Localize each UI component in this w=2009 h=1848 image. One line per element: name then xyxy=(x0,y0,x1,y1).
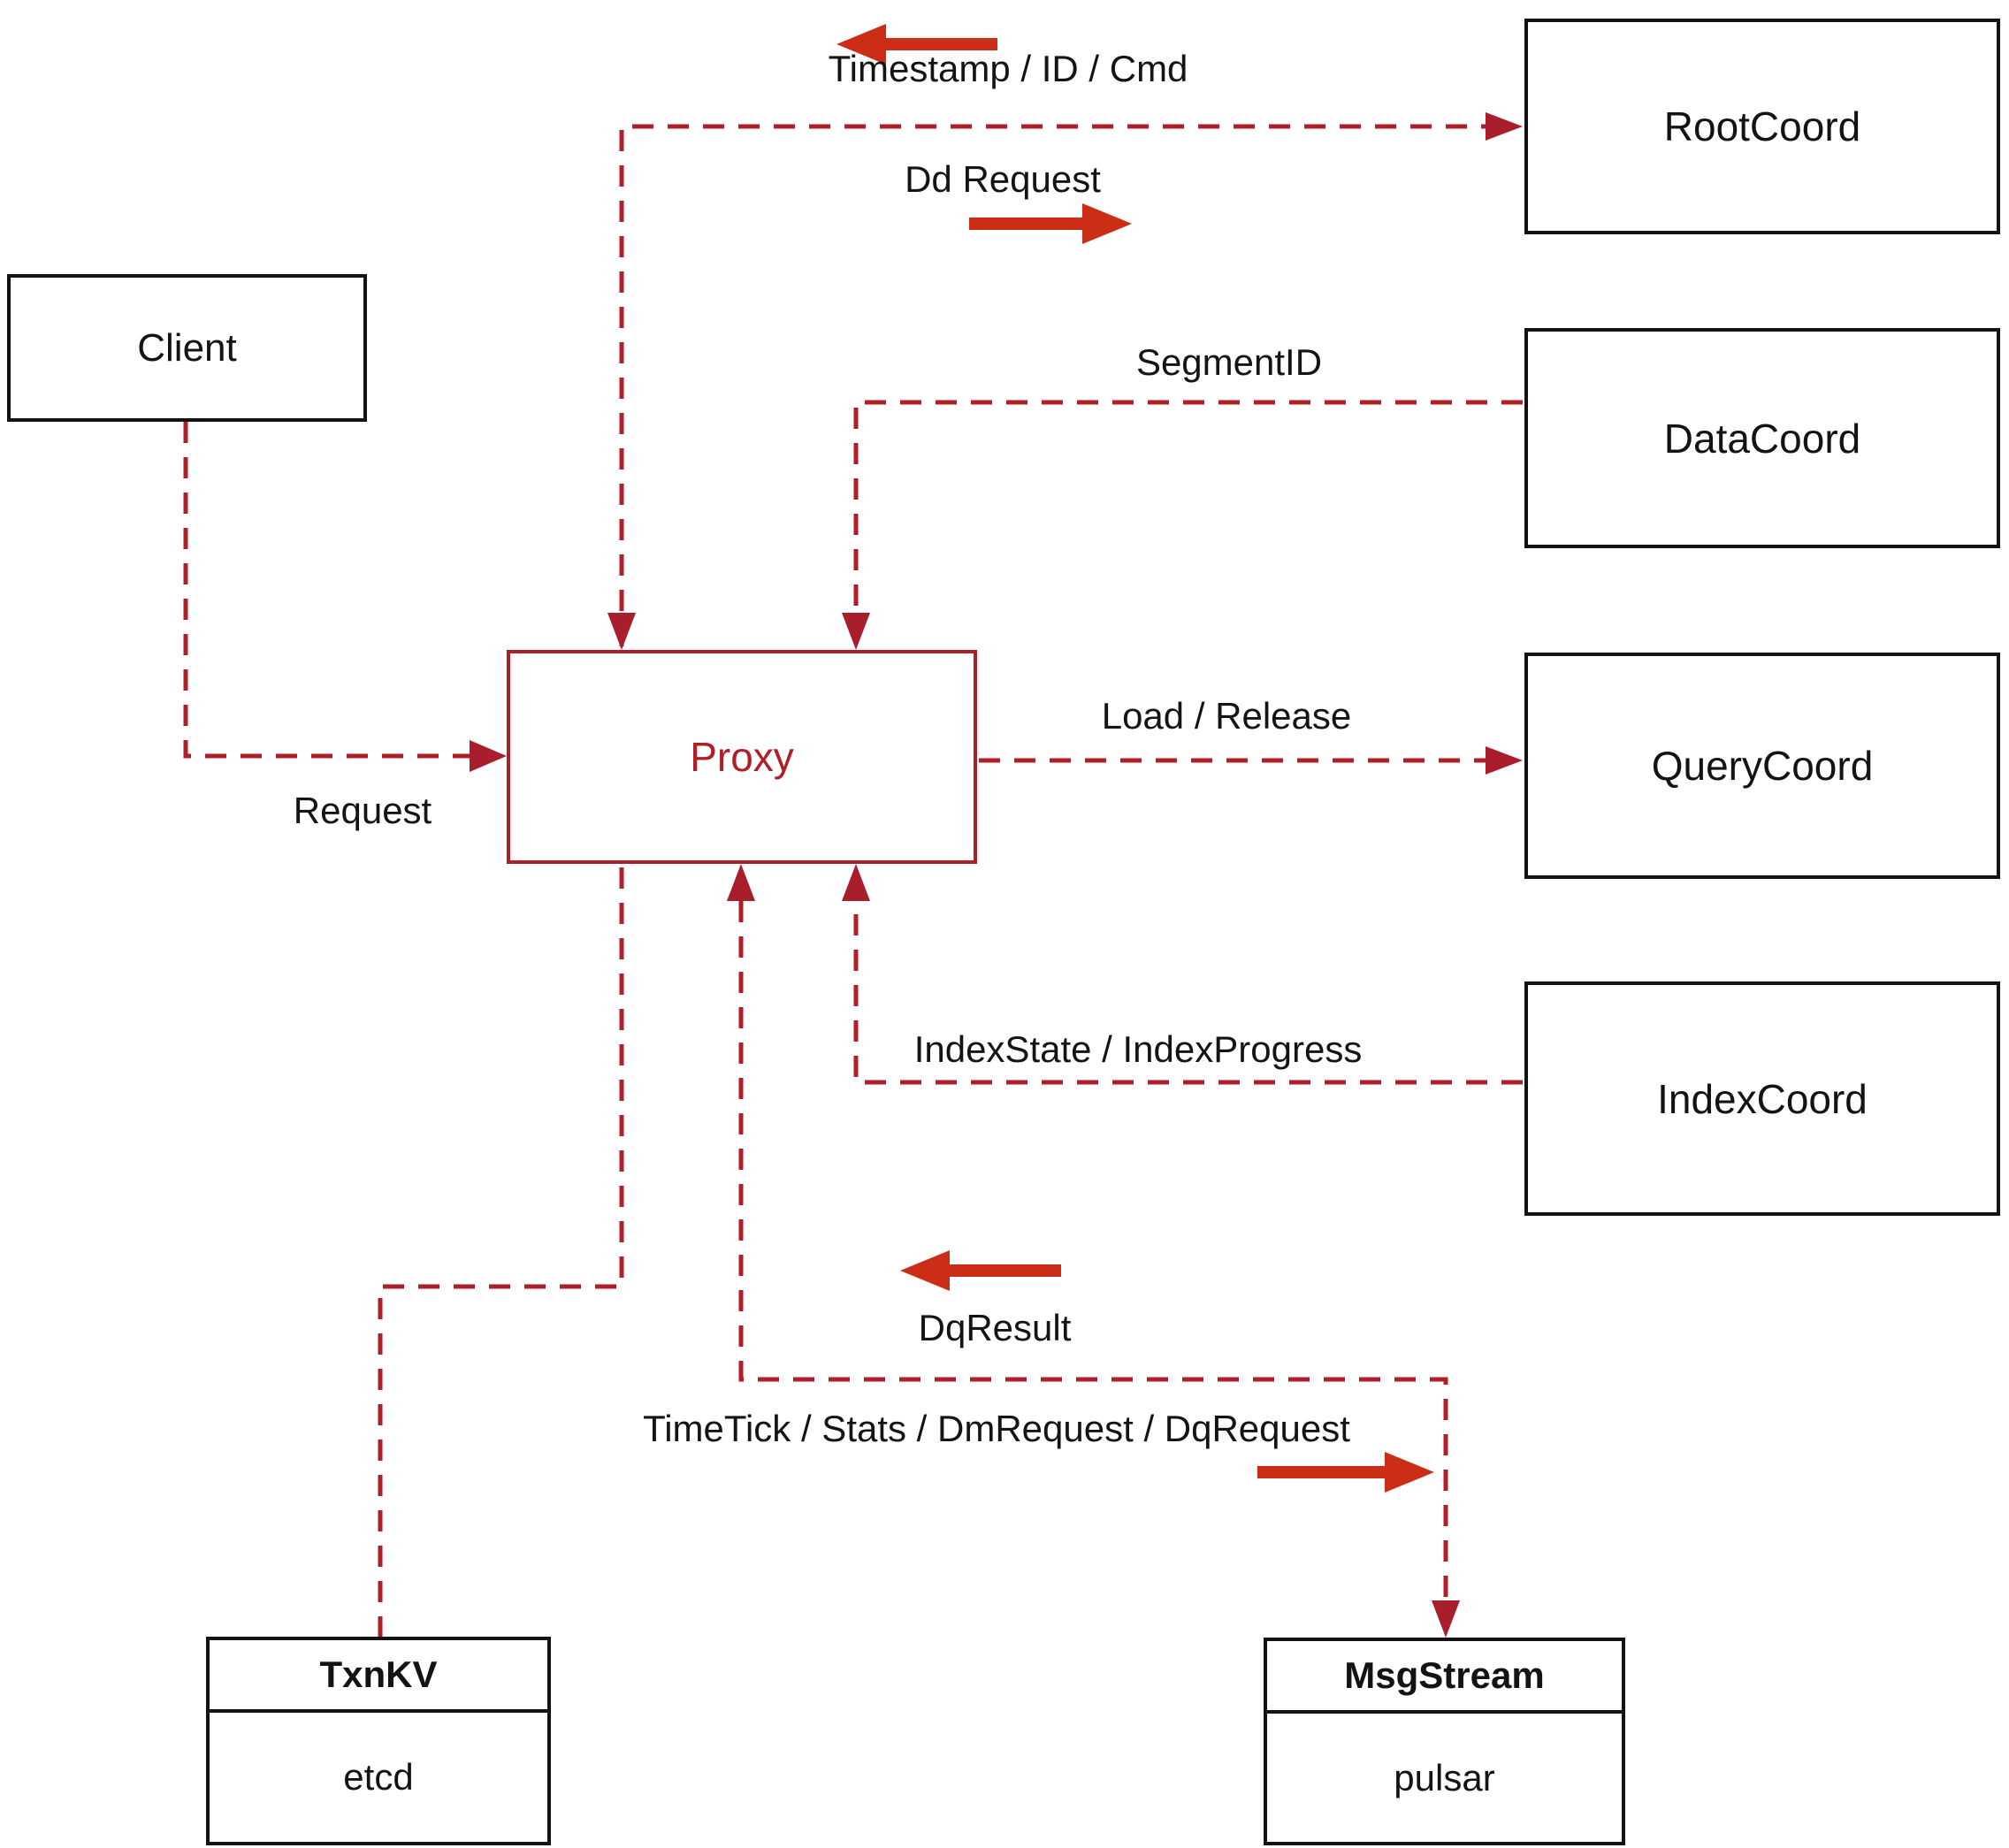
edge-indexcoord-proxy xyxy=(853,901,1523,1085)
index-state-progress-label: IndexState / IndexProgress xyxy=(913,1028,1363,1070)
timestamp-id-cmd-label: Timestamp / ID / Cmd xyxy=(828,48,1188,89)
querycoord-node: QueryCoord xyxy=(1524,653,2000,879)
arrowhead-into-proxy-top-left xyxy=(607,613,636,650)
indexcoord-node: IndexCoord xyxy=(1524,981,2000,1216)
edge-datacoord-proxy xyxy=(853,400,1523,613)
direction-arrow-timestamp-left xyxy=(836,24,997,65)
txnkv-subtitle: etcd xyxy=(343,1756,414,1798)
direction-arrow-ddrequest-right xyxy=(969,203,1132,244)
querycoord-label: QueryCoord xyxy=(1651,743,1874,789)
load-release-label: Load / Release xyxy=(1101,695,1352,737)
arrowhead-into-proxy-bottom-left xyxy=(727,864,755,901)
segment-id-label: SegmentID xyxy=(1135,341,1323,383)
edge-proxy-msgstream xyxy=(738,901,1448,1600)
datacoord-node: DataCoord xyxy=(1524,328,2000,548)
arrowhead-into-proxy-top-right xyxy=(842,613,870,650)
dd-request-label: Dd Request xyxy=(905,158,1101,200)
datacoord-label: DataCoord xyxy=(1663,415,1861,462)
client-label: Client xyxy=(137,325,237,370)
dq-result-label: DqResult xyxy=(918,1307,1072,1348)
msgstream-subtitle: pulsar xyxy=(1394,1756,1495,1798)
request-label: Request xyxy=(293,790,432,831)
proxy-node: Proxy xyxy=(507,650,977,864)
arrowhead-into-msgstream xyxy=(1432,1600,1460,1638)
arrowhead-into-proxy-bottom-right xyxy=(842,864,870,901)
proxy-label: Proxy xyxy=(690,734,794,780)
edge-proxy-txnkv xyxy=(378,867,624,1637)
indexcoord-label: IndexCoord xyxy=(1657,1075,1868,1122)
time-tick-stats-label: TimeTick / Stats / DmRequest / DqRequest xyxy=(643,1408,1350,1449)
client-node: Client xyxy=(7,274,367,422)
rootcoord-node: RootCoord xyxy=(1524,19,2000,234)
edge-proxy-rootcoord xyxy=(619,124,1486,646)
msgstream-title: MsgStream xyxy=(1267,1641,1622,1714)
arrowhead-into-proxy-left xyxy=(470,740,507,772)
msgstream-node: MsgStream pulsar xyxy=(1264,1638,1625,1845)
rootcoord-label: RootCoord xyxy=(1663,103,1861,149)
txnkv-title: TxnKV xyxy=(210,1640,547,1713)
edge-client-proxy xyxy=(183,422,470,759)
arrowhead-into-rootcoord xyxy=(1486,112,1523,141)
direction-arrow-dqresult-left xyxy=(900,1250,1061,1291)
arrowhead-into-querycoord xyxy=(1486,746,1523,775)
direction-arrow-timetick-right xyxy=(1257,1452,1434,1493)
txnkv-node: TxnKV etcd xyxy=(206,1637,551,1845)
